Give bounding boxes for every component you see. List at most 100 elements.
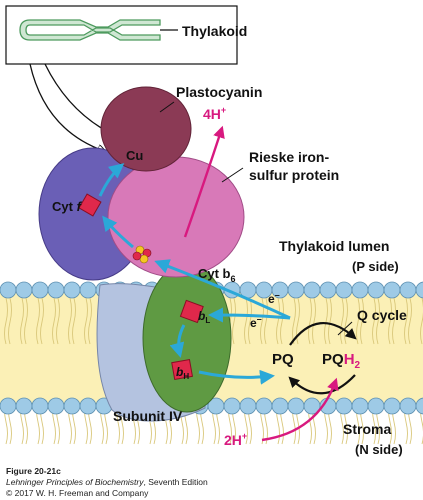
arrow-bl-to-bh <box>169 324 186 358</box>
lipid-head <box>0 281 17 299</box>
book-citation: Lehninger Principles of Biochemistry, Se… <box>6 477 208 487</box>
q-cycle-arc-top <box>289 322 357 346</box>
lipid-tail <box>360 297 364 345</box>
pq-label: PQ <box>272 351 294 368</box>
pqh2-label: PQH2 <box>322 351 361 371</box>
lipid-tail <box>40 297 44 345</box>
arrow-pq-to-fe <box>154 259 291 320</box>
lipid-tail <box>340 297 344 345</box>
leader-lines <box>159 101 244 183</box>
lipid-head <box>335 397 353 415</box>
lipid-head <box>287 281 305 299</box>
cu-label: Cu <box>126 148 143 163</box>
lipid-tails <box>4 297 423 445</box>
lipid-tail <box>244 297 248 345</box>
lipid-tail <box>84 297 88 345</box>
q-cycle-label: Q cycle <box>357 307 407 323</box>
lipid-head <box>399 281 417 299</box>
lipid-tail <box>328 297 332 345</box>
copyright-line: © 2017 W. H. Freeman and Company <box>6 488 149 498</box>
lipid-tail <box>72 297 76 345</box>
lipid-tail <box>324 297 328 345</box>
lipid-head <box>319 281 337 299</box>
lipid-head <box>223 397 241 415</box>
lipid-head <box>383 281 401 299</box>
lipid-tail <box>248 297 252 345</box>
lipid-tail <box>404 297 408 345</box>
labels: Plastocyanin Cu 4H+ Rieske iron- sulfur … <box>52 84 407 457</box>
lipid-head <box>15 397 33 415</box>
lipid-head <box>287 397 305 415</box>
lipid-head <box>303 281 321 299</box>
lipid-tail <box>8 297 12 345</box>
lipid-head <box>335 281 353 299</box>
lipid-tail <box>312 297 316 345</box>
p-side-label: (P side) <box>352 259 399 274</box>
lipid-head <box>0 397 17 415</box>
cyt-b6-label: Cyt b6 <box>198 266 236 284</box>
heme-f <box>78 193 102 217</box>
lipid-head <box>399 397 417 415</box>
lipid-tail <box>36 297 40 345</box>
lipid-tail <box>308 297 312 345</box>
lipid-tail <box>52 297 56 345</box>
lipid-head <box>47 397 65 415</box>
heme-bl <box>179 299 204 324</box>
thylakoid-label: Thylakoid <box>182 23 247 39</box>
arrow-fe-to-f <box>102 215 134 249</box>
stroma-label: Stroma <box>343 421 391 437</box>
lipid-head <box>367 397 385 415</box>
lipid-tail <box>232 297 236 345</box>
lipid-head <box>415 397 423 415</box>
lipid-head <box>31 281 49 299</box>
lipid-tail <box>356 297 360 345</box>
lipid-head <box>351 281 369 299</box>
lipid-head <box>415 281 423 299</box>
lipid-head <box>15 281 33 299</box>
arrow-pq-to-bl <box>208 307 291 323</box>
rieske-protein <box>107 156 245 278</box>
heme-bh <box>171 358 194 381</box>
four-h-label: 4H+ <box>203 105 226 122</box>
lipid-tail <box>420 297 423 345</box>
book-title: Lehninger Principles of Biochemistry <box>6 477 144 487</box>
fe-s-cluster <box>132 245 152 264</box>
lipid-tail <box>292 297 296 345</box>
thylakoid-shape <box>19 19 161 41</box>
lipid-tail <box>264 297 268 345</box>
q-cycle-arrows <box>288 321 357 395</box>
rieske-label-line1: Rieske iron- <box>249 149 329 165</box>
lipid-tail <box>68 297 72 345</box>
lipid-tail <box>56 297 60 345</box>
figure-number: Figure 20-21c <box>6 466 61 476</box>
lipid-tail <box>376 297 380 345</box>
lipid-head <box>63 397 81 415</box>
lipid-head <box>79 397 97 415</box>
cyt-f-label: Cyt f <box>52 199 83 214</box>
lipid-head <box>31 397 49 415</box>
lipid-tail <box>372 297 376 345</box>
lipid-head <box>79 281 97 299</box>
lipid-head <box>63 281 81 299</box>
lipid-head <box>47 281 65 299</box>
lipid-tail <box>388 297 392 345</box>
two-h-label: 2H+ <box>224 431 247 448</box>
lipid-tail <box>280 297 284 345</box>
subunit-iv-label: Subunit IV <box>113 408 183 424</box>
lipid-tail <box>4 297 8 345</box>
lipid-head <box>383 397 401 415</box>
rieske-leader <box>221 167 244 183</box>
bh-label: bH <box>176 365 189 381</box>
plastocyanin <box>100 86 192 172</box>
lipid-head <box>239 397 257 415</box>
arrow-4h-release <box>183 125 225 238</box>
lipid-tail <box>20 297 24 345</box>
proton-arrows <box>183 125 339 442</box>
lipid-head <box>271 397 289 415</box>
book-edition: , Seventh Edition <box>143 477 208 487</box>
electron-label-2: e– <box>250 314 262 330</box>
rieske-label-line2: sulfur protein <box>249 167 339 183</box>
thylakoid-inset: Thylakoid <box>5 5 247 151</box>
q-cycle-arc-bottom <box>288 374 356 395</box>
lipid-tail <box>88 297 92 345</box>
